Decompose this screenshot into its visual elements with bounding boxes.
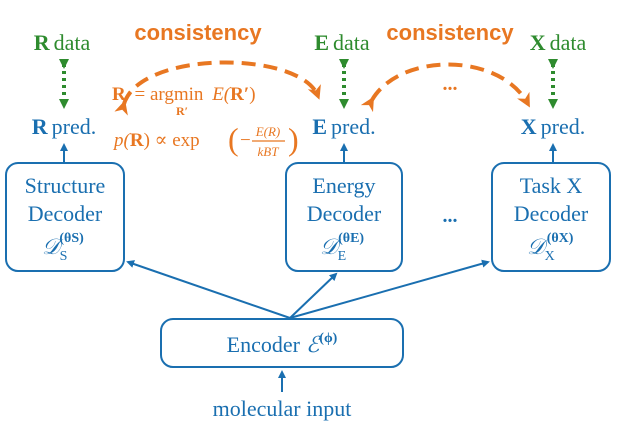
ellipsis-top: ... xyxy=(443,73,458,95)
encoder-to-energy-arrow xyxy=(289,272,338,319)
consistency-arc-right xyxy=(360,62,530,113)
energy-decoder-symbol: 𝒟E(θE) xyxy=(320,231,364,264)
taskx-decoder-line1: Task X xyxy=(520,173,583,198)
taskx-decoder-line2: Decoder xyxy=(514,201,589,226)
boltzmann-open-paren: ( xyxy=(228,121,239,157)
argmin-formula: R = argmin E(R′) R′ xyxy=(112,84,256,118)
encoder-to-structure-arrow xyxy=(126,260,291,319)
boltzmann-close-paren: ) xyxy=(288,121,299,157)
consistency-label-left: consistency xyxy=(134,20,262,45)
argmin-subscript: R′ xyxy=(176,104,188,118)
taskx-decoder-box: Task X Decoder 𝒟X(θX) xyxy=(491,162,611,272)
ellipsis-decoders: ... xyxy=(443,205,458,227)
structure-decoder-box: Structure Decoder 𝒟S(θS) xyxy=(5,162,125,272)
structure-decoder-line2: Decoder xyxy=(28,201,103,226)
consistency-arc-left xyxy=(114,60,321,116)
svg-text:p(R) ∝ exp: p(R) ∝ exp xyxy=(112,130,200,151)
boltzmann-minus: − xyxy=(240,130,251,151)
molecular-input-label: molecular input xyxy=(213,396,352,421)
structure-decoder-symbol: 𝒟S(θS) xyxy=(42,231,84,264)
taskx-decoder-symbol: 𝒟X(θX) xyxy=(527,231,574,264)
boltzmann-numerator: E(R) xyxy=(255,124,281,139)
encoder-to-taskx-arrow xyxy=(289,259,490,319)
boltzmann-formula: p(R) ∝ exp ( − E(R) kBT ) xyxy=(112,121,299,159)
energy-decoder-box: Energy Decoder 𝒟E(θE) xyxy=(285,162,403,272)
structure-decoder-line1: Structure xyxy=(25,173,106,198)
svg-text:R = argmin E(R′): R = argmin E(R′) xyxy=(112,84,256,105)
consistency-label-right: consistency xyxy=(386,20,514,45)
energy-decoder-line1: Energy xyxy=(312,173,375,198)
energy-decoder-line2: Decoder xyxy=(307,201,382,226)
boltzmann-denominator: kBT xyxy=(258,144,280,159)
